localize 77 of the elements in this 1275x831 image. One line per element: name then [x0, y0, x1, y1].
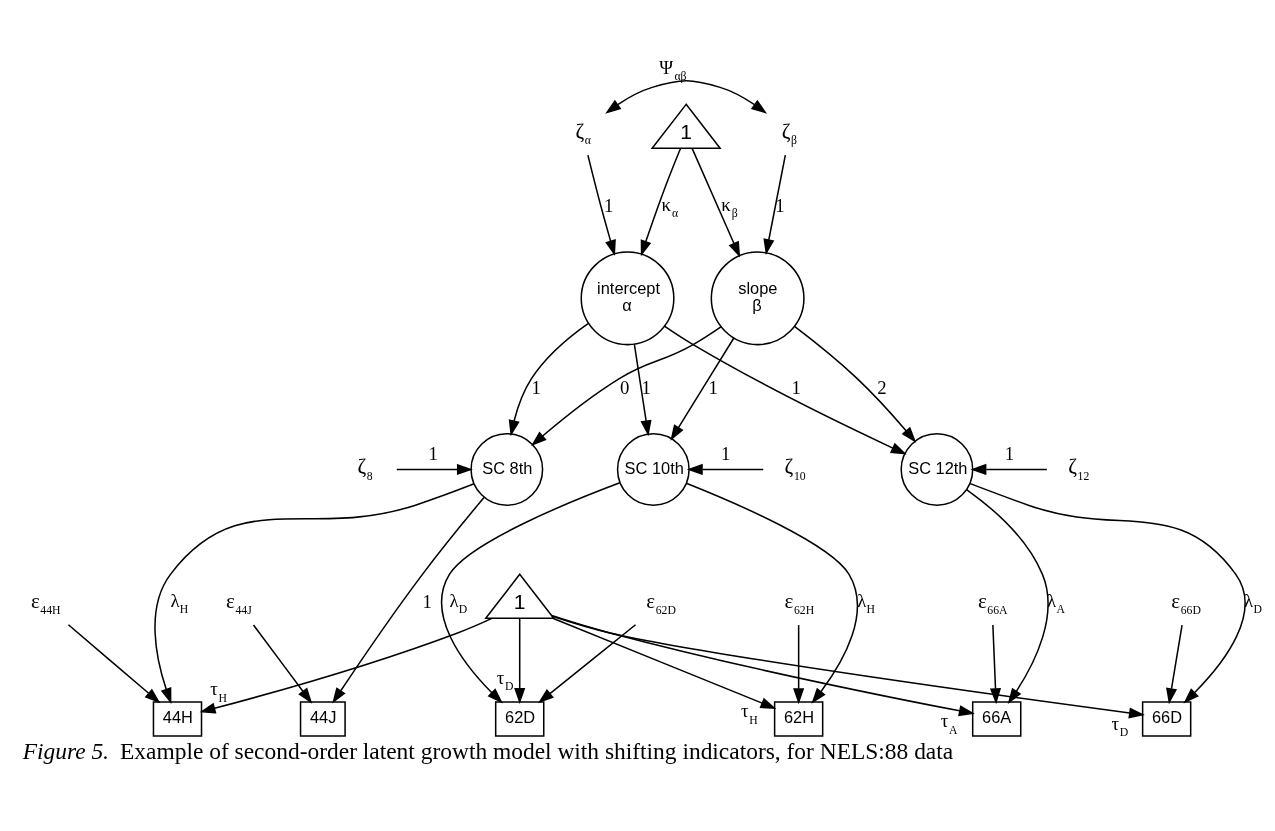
arrow: [154, 482, 475, 704]
arrow: [1166, 623, 1183, 704]
arrow: [537, 623, 637, 703]
node-text: ζ$_{α}$: [575, 118, 591, 147]
node-text: ε$_{62H}$: [784, 588, 815, 617]
node-text: ε$_{44J}$: [226, 588, 252, 617]
arrow: [686, 463, 764, 475]
edge-label: λ$_{H}$: [857, 589, 876, 616]
arrow: [551, 615, 1145, 718]
arrow: [969, 482, 1246, 703]
arrow: [550, 614, 975, 716]
edge-label: 1: [775, 194, 785, 216]
edge-label: 2: [877, 376, 887, 398]
edge-label: 1: [604, 194, 614, 216]
edge-label: 1: [531, 376, 541, 398]
node-text: ε$_{62D}$: [646, 588, 676, 617]
arrow: [531, 325, 722, 446]
arrow: [396, 463, 473, 475]
edge-label: 1: [721, 442, 731, 464]
edge-label: κ$_{β}$: [721, 193, 738, 220]
edge-label: λ$_{H}$: [170, 589, 189, 616]
arrow: [793, 623, 805, 704]
arrow: [67, 623, 161, 703]
arrow: [664, 325, 907, 455]
arrow: [587, 153, 616, 256]
arrow: [252, 623, 313, 704]
arrow: [332, 496, 485, 704]
arrow: [640, 147, 682, 256]
edge-label: κ$_{α}$: [661, 193, 679, 220]
node-text: ε$_{66D}$: [1171, 588, 1201, 617]
edge-label: λ$_{D}$: [449, 589, 468, 616]
caption: Figure 5. Example of second-order latent growth model with shifting indicators, for NELS:88 data: [22, 737, 954, 764]
node-text: ζ$_{12}$: [1068, 453, 1090, 483]
node-box: 66D: [1141, 700, 1192, 737]
node-circle: intercept α: [580, 250, 675, 345]
node-box: 44J: [299, 700, 346, 737]
edge-label: Ψ$_{αβ}$: [659, 56, 687, 83]
node-circle: slope β: [710, 250, 805, 345]
node-text: ζ$_{10}$: [784, 453, 806, 483]
arrow: [691, 147, 741, 258]
arrow: [605, 79, 768, 114]
arrow: [970, 463, 1048, 475]
node-text: ε$_{44H}$: [30, 588, 61, 617]
edge-label: 1: [791, 376, 801, 398]
edge-label: τ$_{D}$: [496, 666, 514, 693]
edge-label: τ$_{A}$: [940, 709, 958, 737]
node-box: 62H: [773, 700, 824, 737]
arrow: [989, 623, 1002, 704]
edge-label: 1: [422, 590, 432, 612]
node-box: 62D: [494, 700, 545, 737]
arrow: [508, 322, 590, 436]
arrow: [514, 617, 526, 704]
arrow: [670, 336, 735, 441]
node-circle: SC 12th: [900, 432, 974, 506]
edge-label: 1: [641, 376, 651, 398]
edge-label: 0: [619, 376, 630, 398]
node-circle: SC 10th: [616, 432, 690, 506]
arrow: [685, 482, 859, 704]
edge-label: 1: [428, 442, 438, 464]
edge-label: τ$_{D}$: [1111, 712, 1129, 739]
edge-label: 1: [1004, 442, 1014, 464]
node-box: 66A: [971, 700, 1022, 737]
node-circle: SC 8th: [470, 432, 544, 506]
edge-label: τ$_{H}$: [740, 699, 758, 727]
arrow: [199, 617, 493, 714]
arrow: [794, 325, 917, 443]
edge-label: τ$_{H}$: [210, 677, 227, 705]
node-box: 44H: [152, 700, 203, 737]
node-text: ζ$_{β}$: [781, 118, 797, 147]
node-text: ε$_{66A}$: [977, 588, 1008, 617]
arrow: [440, 481, 621, 703]
arrow: [633, 343, 652, 436]
arrow: [763, 153, 787, 255]
arrow: [965, 488, 1049, 704]
arrow: [552, 617, 777, 709]
edge-label: 1: [708, 376, 718, 398]
node-text: ζ$_{8}$: [357, 453, 373, 483]
